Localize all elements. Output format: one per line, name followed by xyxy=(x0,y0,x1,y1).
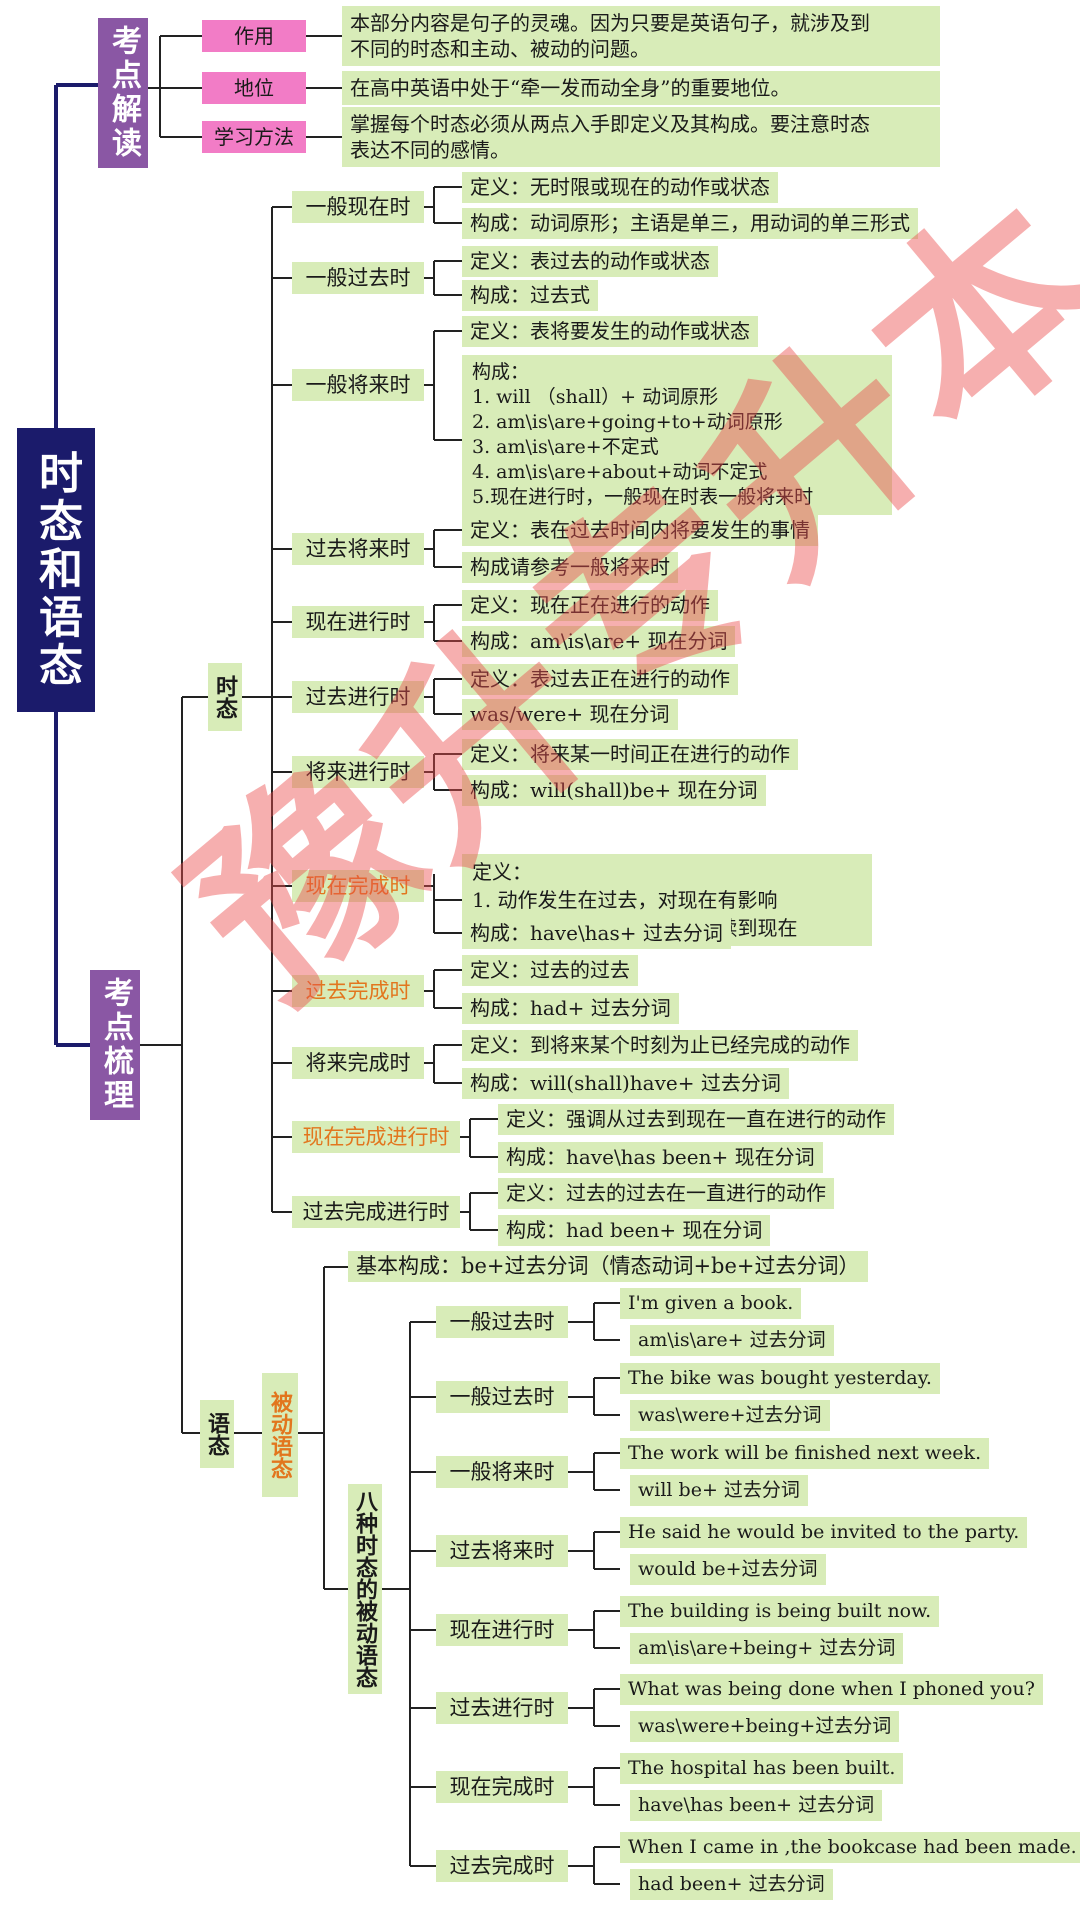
passive-form-1: was\were+过去分词 xyxy=(630,1400,830,1431)
tense-form-7: 构成：have\has+ 过去分词 xyxy=(462,918,731,949)
eight-tenses-text: 八种时态的被动语态 xyxy=(352,1490,378,1688)
passive-form-0: am\is\are+ 过去分词 xyxy=(630,1325,834,1356)
passive-branch-text: 被动语态 xyxy=(267,1391,293,1479)
voice-branch-label: 语态 xyxy=(200,1400,234,1468)
interp-text-2: 掌握每个时态必须从两点入手即定义及其构成。要注意时态表达不同的感情。 xyxy=(342,107,940,167)
tense-def-11: 定义：过去的过去在一直进行的动作 xyxy=(498,1178,834,1209)
passive-tense-3: 过去将来时 xyxy=(436,1535,568,1567)
tense-def-line: 定义： xyxy=(472,860,532,884)
tense-def-6: 定义：将来某一时间正在进行的动作 xyxy=(462,739,798,770)
passive-form-3: would be+过去分词 xyxy=(630,1554,826,1585)
tense-name-5: 过去进行时 xyxy=(292,681,424,713)
tense-name-11: 过去完成进行时 xyxy=(292,1196,460,1228)
tense-form-8: 构成：had+ 过去分词 xyxy=(462,993,679,1024)
tense-name-10: 现在完成进行时 xyxy=(292,1121,460,1153)
passive-example-5: What was being done when I phoned you? xyxy=(620,1674,1043,1705)
passive-example-4: The building is being built now. xyxy=(620,1596,940,1627)
tense-name-2: 一般将来时 xyxy=(292,369,424,401)
tense-name-7: 现在完成时 xyxy=(292,870,424,902)
interp-text-line: 本部分内容是句子的灵魂。因为只要是英语句子，就涉及到 xyxy=(350,11,870,35)
passive-tense-2: 一般将来时 xyxy=(436,1456,568,1488)
passive-basic-form: 基本构成：be+过去分词（情态动词+be+过去分词） xyxy=(348,1251,868,1282)
tense-name-4: 现在进行时 xyxy=(292,606,424,638)
passive-tense-6: 现在完成时 xyxy=(436,1771,568,1803)
tense-def-9: 定义：到将来某个时刻为止已经完成的动作 xyxy=(462,1030,858,1061)
interp-key-0: 作用 xyxy=(202,20,306,52)
interp-text-line: 掌握每个时态必须从两点入手即定义及其构成。要注意时态 xyxy=(350,112,870,136)
branch-review-label: 考点梳理 xyxy=(98,977,133,1113)
tense-form-line: 4. am\is\are+about+动词不定式 xyxy=(472,461,768,483)
passive-tense-0: 一般过去时 xyxy=(436,1306,568,1338)
passive-example-6: The hospital has been built. xyxy=(620,1753,904,1784)
tense-name-9: 将来完成时 xyxy=(292,1047,424,1079)
passive-branch-label: 被动语态 xyxy=(262,1373,298,1497)
tense-form-3: 构成请参考一般将来时 xyxy=(462,552,678,583)
diagram-title: 时态和语态 xyxy=(31,450,82,690)
passive-tense-7: 过去完成时 xyxy=(436,1850,568,1882)
interp-text-0: 本部分内容是句子的灵魂。因为只要是英语句子，就涉及到不同的时态和主动、被动的问题… xyxy=(342,6,940,66)
tense-form-10: 构成：have\has been+ 现在分词 xyxy=(498,1142,823,1173)
tense-form-4: 构成：am\is\are+ 现在分词 xyxy=(462,626,736,657)
tense-def-3: 定义：表在过去时间内将要发生的事情 xyxy=(462,515,818,546)
interp-text-line: 表达不同的感情。 xyxy=(350,138,510,162)
passive-tense-1: 一般过去时 xyxy=(436,1381,568,1413)
tense-form-6: 构成：will(shall)be+ 现在分词 xyxy=(462,775,766,806)
passive-example-7: When I came in ,the bookcase had been ma… xyxy=(620,1832,1080,1863)
tense-def-8: 定义：过去的过去 xyxy=(462,955,638,986)
interp-key-2: 学习方法 xyxy=(202,121,306,153)
tense-form-2: 构成： 1. will （shall）+ 动词原形 2. am\is\are+goi… xyxy=(462,355,892,515)
interp-text-line: 在高中英语中处于“牵一发而动全身”的重要地位。 xyxy=(350,76,791,100)
passive-example-3: He said he would be invited to the party… xyxy=(620,1517,1028,1548)
tense-form-line: 3. am\is\are+不定式 xyxy=(472,436,659,458)
tense-name-3: 过去将来时 xyxy=(292,533,424,565)
tense-name-6: 将来进行时 xyxy=(292,756,424,788)
passive-tense-4: 现在进行时 xyxy=(436,1614,568,1646)
tense-name-8: 过去完成时 xyxy=(292,975,424,1007)
tense-branch-text: 时态 xyxy=(212,675,238,719)
tense-branch-label: 时态 xyxy=(208,663,242,731)
tense-form-line: 2. am\is\are+going+to+动词原形 xyxy=(472,411,783,433)
passive-form-7: had been+ 过去分词 xyxy=(630,1869,833,1900)
tense-def-line: 1. 动作发生在过去，对现在有影响 xyxy=(472,888,778,912)
tense-def-0: 定义：无时限或现在的动作或状态 xyxy=(462,172,778,203)
passive-form-6: have\has been+ 过去分词 xyxy=(630,1790,883,1821)
tense-form-11: 构成：had been+ 现在分词 xyxy=(498,1215,771,1246)
voice-branch-text: 语态 xyxy=(204,1412,230,1456)
eight-tenses-label: 八种时态的被动语态 xyxy=(348,1484,382,1694)
passive-form-5: was\were+being+过去分词 xyxy=(630,1711,900,1742)
diagram-title-box: 时态和语态 xyxy=(17,428,95,712)
tense-form-5: was/were+ 现在分词 xyxy=(462,699,678,730)
passive-form-2: will be+ 过去分词 xyxy=(630,1475,808,1506)
interp-text-line: 不同的时态和主动、被动的问题。 xyxy=(350,37,650,61)
branch-review: 考点梳理 xyxy=(90,970,140,1120)
passive-tense-5: 过去进行时 xyxy=(436,1692,568,1724)
tense-form-line: 构成： xyxy=(472,361,530,383)
branch-interpretation: 考点解读 xyxy=(98,18,148,168)
tense-form-0: 构成：动词原形；主语是单三，用动词的单三形式 xyxy=(462,208,918,239)
tense-def-5: 定义：表过去正在进行的动作 xyxy=(462,664,738,695)
tense-name-1: 一般过去时 xyxy=(292,262,424,294)
tense-form-line: 1. will （shall）+ 动词原形 xyxy=(472,386,719,408)
tense-def-10: 定义：强调从过去到现在一直在进行的动作 xyxy=(498,1104,894,1135)
tense-def-2: 定义：表将要发生的动作或状态 xyxy=(462,316,758,347)
tense-form-9: 构成：will(shall)have+ 过去分词 xyxy=(462,1068,789,1099)
interp-text-1: 在高中英语中处于“牵一发而动全身”的重要地位。 xyxy=(342,71,940,105)
tense-def-1: 定义：表过去的动作或状态 xyxy=(462,246,718,277)
passive-example-1: The bike was bought yesterday. xyxy=(620,1363,940,1394)
branch-interpretation-label: 考点解读 xyxy=(106,25,141,161)
interp-key-1: 地位 xyxy=(202,72,306,104)
passive-example-2: The work will be finished next week. xyxy=(620,1438,990,1469)
tense-form-line: 5.现在进行时，一般现在时表一般将来时 xyxy=(472,486,814,508)
passive-example-0: I'm given a book. xyxy=(620,1288,802,1319)
tense-name-0: 一般现在时 xyxy=(292,191,424,223)
passive-form-4: am\is\are+being+ 过去分词 xyxy=(630,1633,904,1664)
tense-form-1: 构成：过去式 xyxy=(462,280,598,311)
tense-def-4: 定义：现在正在进行的动作 xyxy=(462,590,718,621)
